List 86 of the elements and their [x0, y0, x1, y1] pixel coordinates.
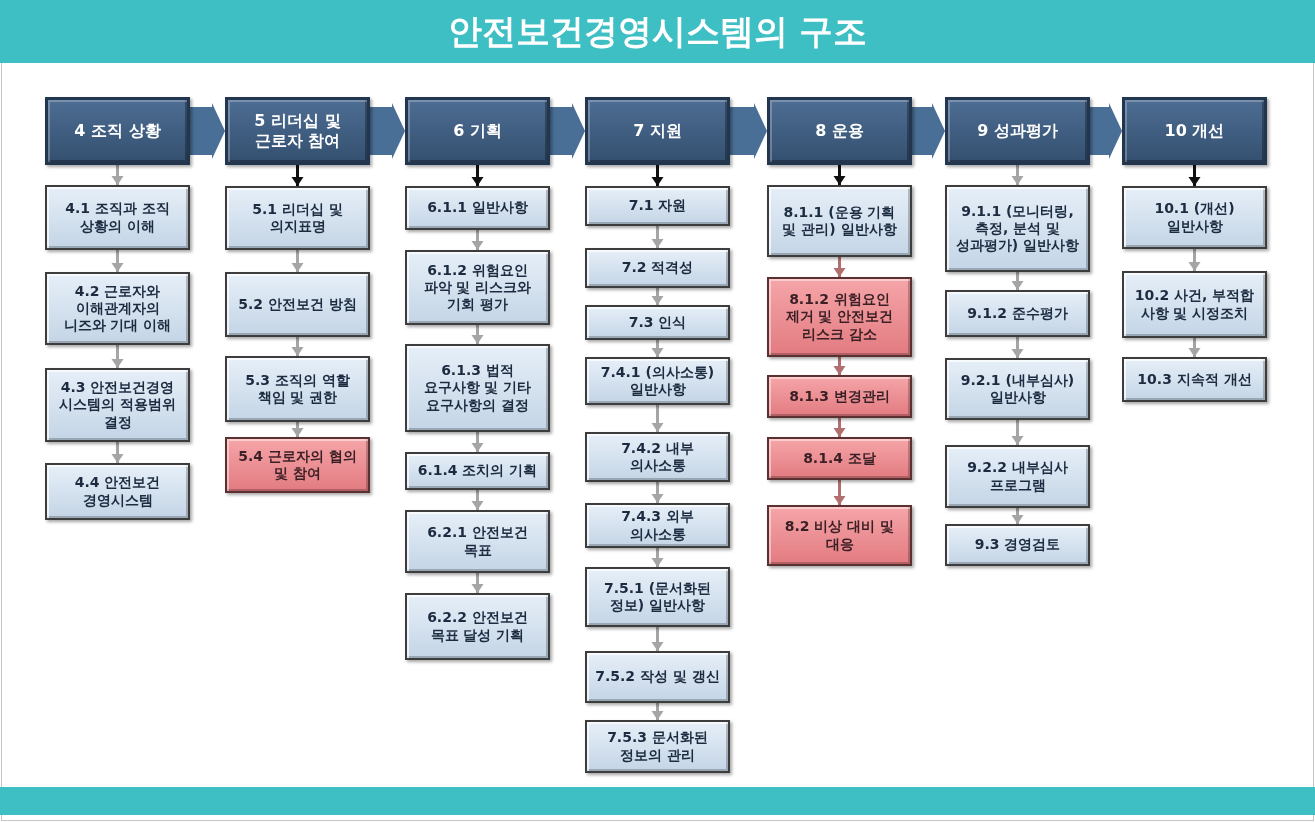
- arrow: [651, 288, 664, 305]
- clause-box: 7.5.3 문서화된 정보의 관리: [585, 720, 730, 773]
- clause-box: 9.2.1 (내부심사) 일반사항: [945, 358, 1090, 420]
- clause-box: 7.5.1 (문서화된 정보) 일반사항: [585, 567, 730, 627]
- highlighted-clause-box: 8.2 비상 대비 및 대응: [767, 505, 912, 566]
- section-header-box: 9 성과평가: [945, 97, 1090, 165]
- arrow: [1188, 165, 1201, 186]
- clause-box: 4.4 안전보건 경영시스템: [45, 463, 190, 520]
- clause-box: 7.1 자원: [585, 186, 730, 226]
- arrow: [833, 480, 846, 505]
- arrow: [651, 226, 664, 248]
- block-arrow: [190, 103, 225, 159]
- clause-box: 6.1.4 조치의 기획: [405, 452, 550, 490]
- arrow: [471, 230, 484, 250]
- arrow: [111, 345, 124, 368]
- arrow: [471, 432, 484, 452]
- clause-box: 7.4.2 내부 의사소통: [585, 432, 730, 482]
- clause-box: 6.1.2 위험요인 파악 및 리스크와 기회 평가: [405, 250, 550, 325]
- arrow: [651, 627, 664, 651]
- clause-box: 6.1.1 일반사항: [405, 186, 550, 230]
- arrow: [833, 357, 846, 375]
- clause-box: 8.1.1 (운용 기획 및 관리) 일반사항: [767, 185, 912, 257]
- arrow: [291, 422, 304, 437]
- clause-box: 6.2.1 안전보건 목표: [405, 510, 550, 573]
- arrow: [111, 250, 124, 272]
- arrow: [651, 703, 664, 720]
- block-arrow: [1090, 103, 1122, 159]
- clause-box: 9.2.2 내부심사 프로그램: [945, 445, 1090, 508]
- arrow: [471, 490, 484, 510]
- title: 안전보건경영시스템의 구조: [447, 9, 868, 53]
- arrow: [833, 418, 846, 437]
- highlighted-clause-box: 5.4 근로자의 협의 및 참여: [225, 437, 370, 493]
- arrow: [291, 250, 304, 272]
- block-arrow: [912, 103, 945, 159]
- arrow: [1011, 508, 1024, 524]
- arrow: [1011, 165, 1024, 185]
- section-header-box: 10 개선: [1122, 97, 1267, 165]
- arrow: [1188, 338, 1201, 357]
- highlighted-clause-box: 8.1.4 조달: [767, 437, 912, 480]
- arrow: [471, 573, 484, 593]
- arrow: [111, 165, 124, 185]
- arrow: [1011, 420, 1024, 445]
- clause-box: 5.3 조직의 역할 책임 및 권한: [225, 356, 370, 422]
- highlighted-clause-box: 8.1.2 위험요인 제거 및 안전보건 리스크 감소: [767, 277, 912, 357]
- clause-box: 4.1 조직과 조직 상황의 이해: [45, 185, 190, 250]
- section-header-box: 6 기획: [405, 97, 550, 165]
- arrow: [1188, 249, 1201, 271]
- arrow: [651, 482, 664, 503]
- clause-box: 9.1.1 (모니터링, 측정, 분석 및 성과평가) 일반사항: [945, 185, 1090, 272]
- block-arrow: [550, 103, 585, 159]
- clause-box: 5.1 리더십 및 의지표명: [225, 186, 370, 250]
- highlighted-clause-box: 8.1.3 변경관리: [767, 375, 912, 418]
- arrow: [651, 340, 664, 357]
- clause-box: 10.3 지속적 개선: [1122, 357, 1267, 402]
- clause-box: 10.2 사건, 부적합 사항 및 시정조치: [1122, 271, 1267, 338]
- clause-box: 7.5.2 작성 및 갱신: [585, 651, 730, 703]
- clause-box: 7.4.1 (의사소통) 일반사항: [585, 357, 730, 405]
- clause-box: 6.1.3 법적 요구사항 및 기타 요구사항의 결정: [405, 344, 550, 432]
- clause-box: 10.1 (개선) 일반사항: [1122, 186, 1267, 249]
- clause-box: 4.3 안전보건경영 시스템의 적용범위 결정: [45, 368, 190, 442]
- section-header-box: 8 운용: [767, 97, 912, 165]
- arrow: [651, 548, 664, 567]
- clause-box: 7.3 인식: [585, 305, 730, 340]
- clause-box: 9.1.2 준수평가: [945, 290, 1090, 337]
- clause-box: 6.2.2 안전보건 목표 달성 기획: [405, 593, 550, 660]
- arrow: [1011, 272, 1024, 290]
- clause-box: 9.3 경영검토: [945, 524, 1090, 566]
- section-header-box: 4 조직 상황: [45, 97, 190, 165]
- arrow: [291, 337, 304, 356]
- arrow: [651, 165, 664, 186]
- arrow: [651, 405, 664, 432]
- arrow: [111, 442, 124, 463]
- arrow: [471, 165, 484, 186]
- section-header-box: 7 지원: [585, 97, 730, 165]
- block-arrow: [730, 103, 767, 159]
- arrow: [833, 165, 846, 185]
- clause-box: 4.2 근로자와 이해관계자의 니즈와 기대 이해: [45, 272, 190, 345]
- clause-box: 7.4.3 외부 의사소통: [585, 503, 730, 548]
- arrow: [833, 257, 846, 277]
- block-arrow: [370, 103, 405, 159]
- arrow: [1011, 337, 1024, 358]
- section-header-box: 5 리더십 및 근로자 참여: [225, 97, 370, 165]
- clause-box: 5.2 안전보건 방침: [225, 272, 370, 337]
- arrow: [471, 325, 484, 344]
- arrow: [291, 165, 304, 186]
- clause-box: 7.2 적격성: [585, 248, 730, 288]
